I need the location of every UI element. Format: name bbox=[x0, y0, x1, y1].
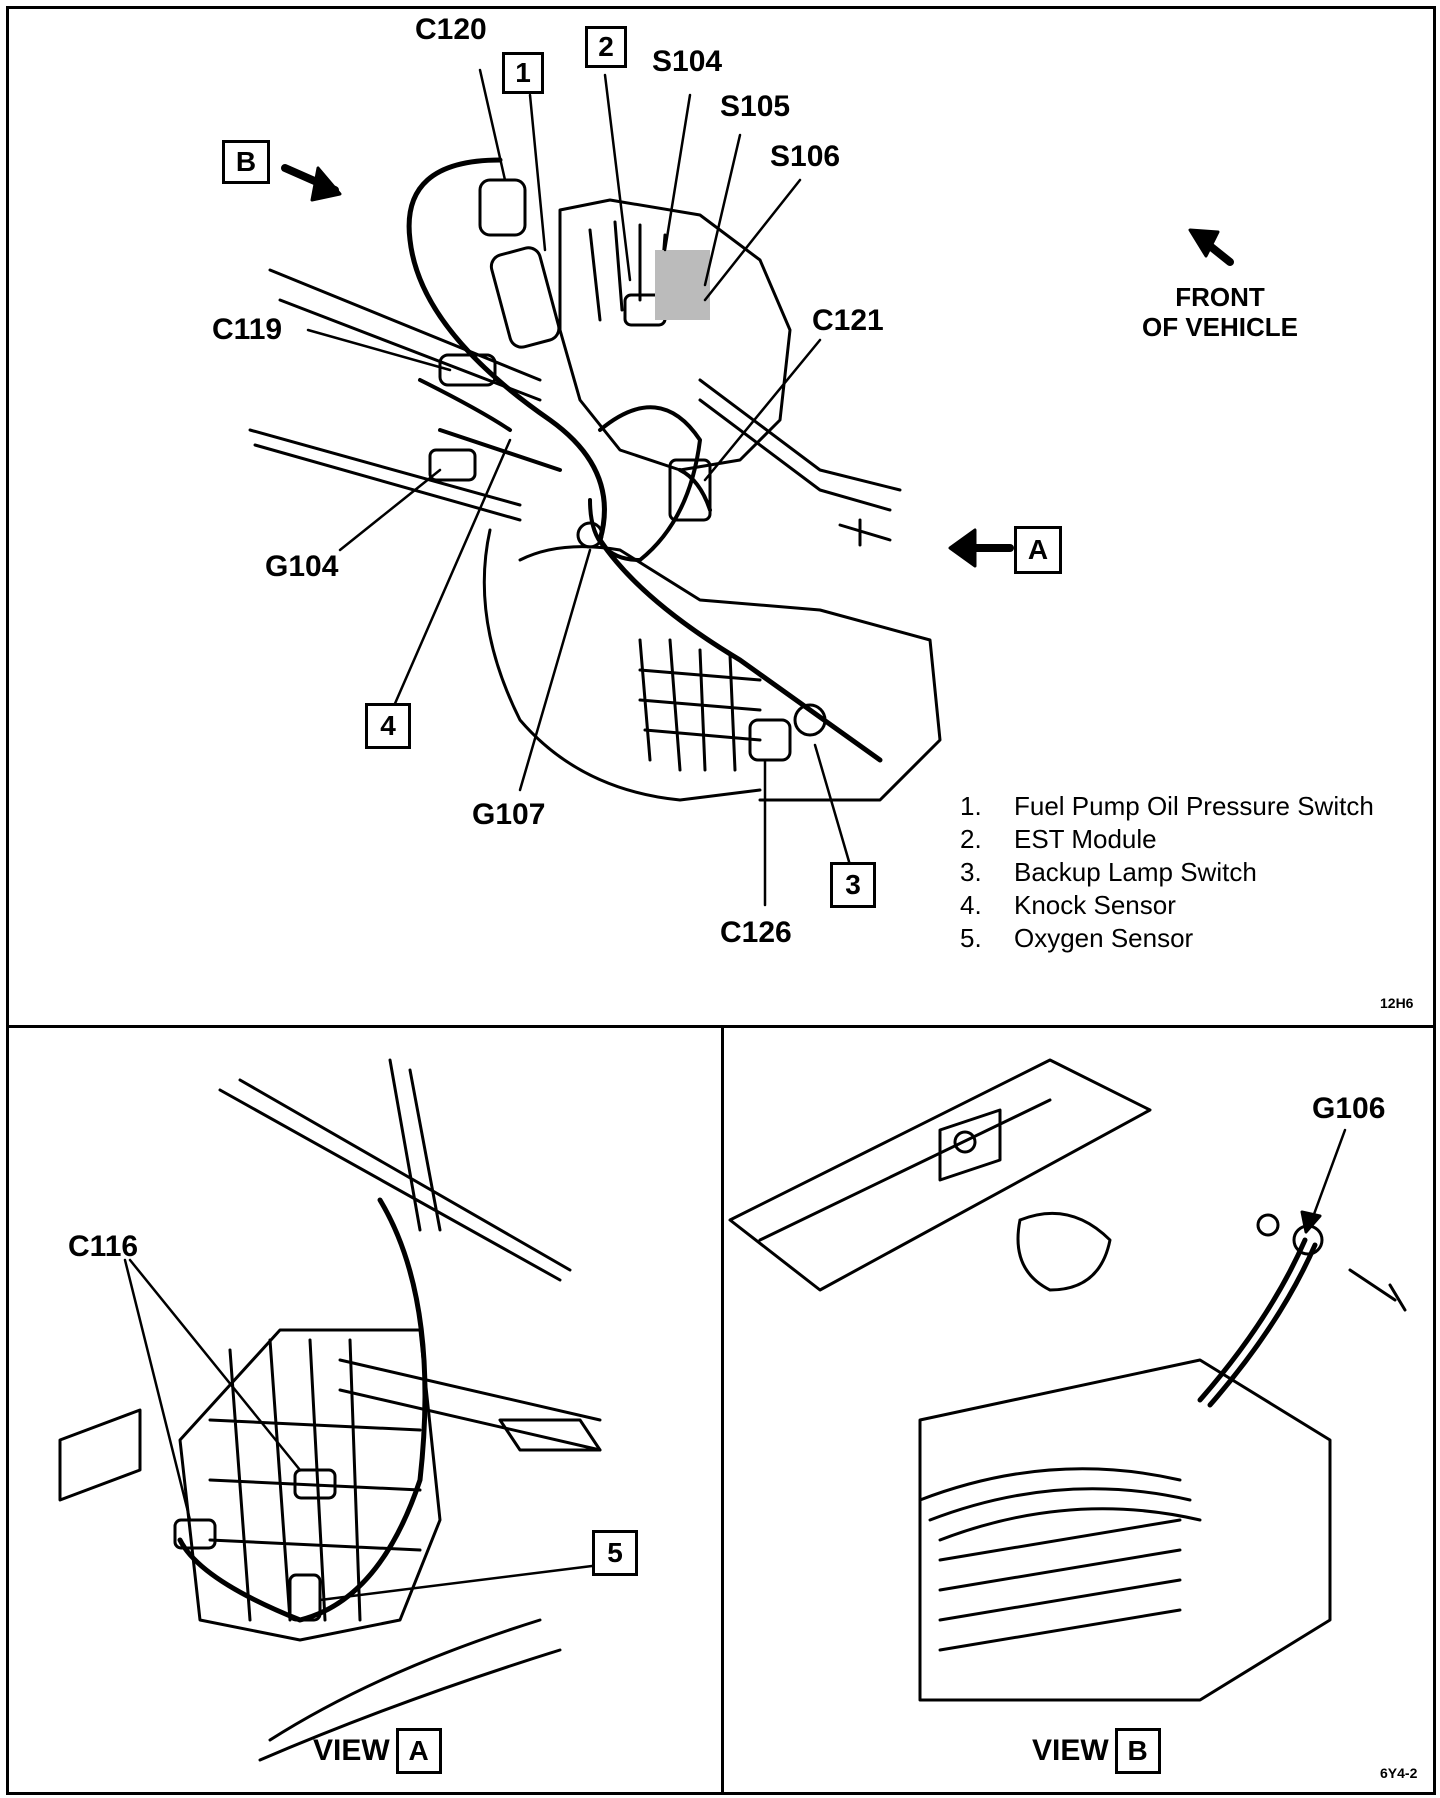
legend-item: 4. Knock Sensor bbox=[960, 889, 1374, 922]
component-legend: 1. Fuel Pump Oil Pressure Switch 2. EST … bbox=[960, 790, 1374, 955]
vb-engine-top bbox=[918, 1358, 1332, 1702]
legend-item-text: Backup Lamp Switch bbox=[1014, 857, 1257, 887]
va-c116-right bbox=[293, 1468, 337, 1500]
view-b-caption-word: VIEW bbox=[1032, 1734, 1109, 1767]
vb-plate-hole bbox=[953, 1130, 977, 1154]
numbered-box-1: 1 bbox=[502, 52, 544, 94]
c120-connector bbox=[478, 178, 527, 237]
legend-item-number: 1. bbox=[960, 791, 982, 821]
legend-item: 5. Oxygen Sensor bbox=[960, 922, 1374, 955]
legend-item: 1. Fuel Pump Oil Pressure Switch bbox=[960, 790, 1374, 823]
legend-item-number: 5. bbox=[960, 923, 982, 953]
legend-item: 3. Backup Lamp Switch bbox=[960, 856, 1374, 889]
c126-connector bbox=[748, 718, 792, 762]
vb-firewall bbox=[728, 1058, 1152, 1292]
callout-c121: C121 bbox=[812, 304, 884, 337]
va-o2-sensor bbox=[288, 1573, 322, 1622]
vb-wires bbox=[918, 1467, 1202, 1542]
harness-loop bbox=[588, 405, 702, 562]
harness-main bbox=[406, 157, 883, 763]
g104-connector bbox=[428, 448, 477, 482]
view-a-caption-word: VIEW bbox=[313, 1734, 390, 1767]
front-line1: FRONT bbox=[1175, 282, 1265, 312]
va-exhaust bbox=[258, 1618, 562, 1762]
callout-c120: C120 bbox=[415, 13, 487, 46]
numbered-box-3: 3 bbox=[830, 862, 876, 908]
vb-ground-strap bbox=[1197, 1237, 1318, 1408]
leaders bbox=[306, 68, 852, 907]
vb-cover-plate bbox=[938, 1108, 1002, 1182]
front-of-vehicle-label: FRONT OF VEHICLE bbox=[1120, 282, 1320, 342]
vb-nut bbox=[1256, 1213, 1280, 1237]
legend-item-text: Knock Sensor bbox=[1014, 890, 1176, 920]
legend-item-number: 2. bbox=[960, 824, 982, 854]
view-a-ref-box: A bbox=[1014, 526, 1062, 574]
va-leaders bbox=[123, 1258, 602, 1602]
legend-item: 2. EST Module bbox=[960, 823, 1374, 856]
callout-c126: C126 bbox=[720, 916, 792, 949]
va-transmission bbox=[178, 1328, 442, 1642]
vb-fins bbox=[938, 1518, 1182, 1652]
view-b-panel bbox=[721, 1025, 1436, 1795]
c119-connector bbox=[438, 353, 497, 387]
view-b-caption-box: B bbox=[1114, 1728, 1161, 1774]
va-hoses bbox=[218, 1058, 572, 1282]
splice-shading bbox=[655, 250, 710, 320]
view-b-caption: VIEW B bbox=[1032, 1728, 1161, 1774]
g107-ground bbox=[576, 521, 604, 549]
view-a-caption: VIEW A bbox=[313, 1728, 442, 1774]
main-figure-code: 12H6 bbox=[1380, 995, 1414, 1011]
vb-bolt bbox=[1348, 1268, 1407, 1312]
hose-left bbox=[248, 428, 522, 522]
legend-item-number: 4. bbox=[960, 890, 982, 920]
fuel-pump-switch bbox=[489, 246, 561, 349]
engine-top-ribs bbox=[588, 220, 667, 322]
va-bracket bbox=[58, 1408, 602, 1502]
bolt bbox=[838, 518, 892, 547]
callout-c119: C119 bbox=[212, 313, 283, 346]
callout-s104: S104 bbox=[652, 45, 723, 78]
c121-connector bbox=[668, 458, 712, 522]
va-harness bbox=[177, 1197, 428, 1623]
legend-item-text: Fuel Pump Oil Pressure Switch bbox=[1014, 791, 1374, 821]
legend-item-text: EST Module bbox=[1014, 824, 1157, 854]
intake-duct bbox=[482, 528, 762, 802]
legend-item-number: 3. bbox=[960, 857, 982, 887]
view-b-figure-code: 6Y4-2 bbox=[1380, 1765, 1418, 1781]
harness-branch-left bbox=[418, 378, 562, 472]
legend-item-text: Oxygen Sensor bbox=[1014, 923, 1194, 953]
callout-g106: G106 bbox=[1312, 1092, 1386, 1125]
numbered-box-4: 4 bbox=[365, 703, 411, 749]
callout-s106: S106 bbox=[770, 140, 841, 173]
view-a-caption-box: A bbox=[395, 1728, 442, 1774]
callout-s105: S105 bbox=[720, 90, 791, 123]
numbered-box-2: 2 bbox=[585, 26, 627, 68]
front-line2: OF VEHICLE bbox=[1141, 312, 1298, 342]
vb-leader bbox=[1308, 1128, 1347, 1227]
callout-c116: C116 bbox=[68, 1230, 139, 1263]
va-pipe bbox=[338, 1358, 602, 1452]
va-grille bbox=[208, 1338, 422, 1622]
callout-g104: G104 bbox=[265, 550, 339, 583]
vb-distributor bbox=[1016, 1211, 1112, 1292]
right-tube bbox=[698, 378, 902, 512]
engine-block bbox=[558, 198, 792, 472]
harness-to-c121 bbox=[678, 468, 712, 512]
transmission-grille bbox=[638, 638, 762, 772]
callout-g107: G107 bbox=[472, 798, 546, 831]
va-c116-left bbox=[173, 1518, 217, 1550]
view-b-ref-box: B bbox=[222, 140, 270, 184]
backup-switch bbox=[793, 703, 827, 737]
numbered-box-5: 5 bbox=[592, 1530, 638, 1576]
